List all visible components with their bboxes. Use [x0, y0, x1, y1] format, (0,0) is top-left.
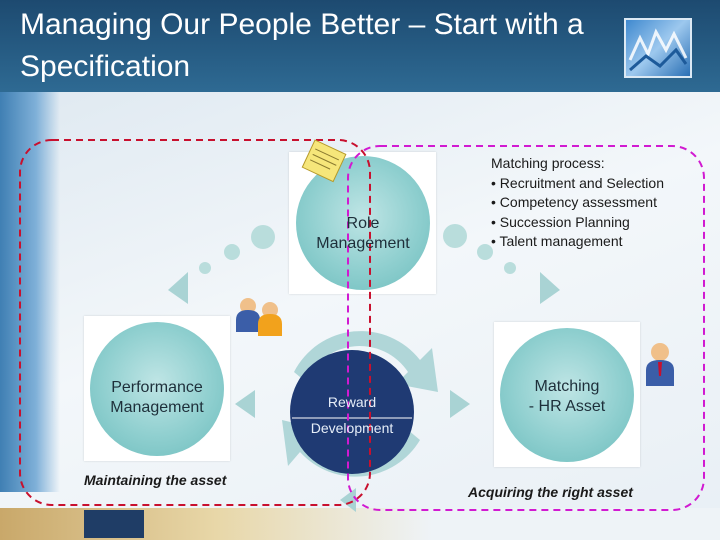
performance-management-label: Performance Management — [90, 378, 224, 418]
connector-dot — [251, 225, 275, 249]
role-label-line1: Role — [346, 215, 380, 232]
corner-logo — [624, 18, 692, 78]
matching-process-item: • Succession Planning — [491, 213, 630, 230]
matching-process-heading: Matching process: — [491, 155, 605, 171]
matching-process-item: • Recruitment and Selection — [491, 174, 664, 191]
performance-label-line1: Performance — [111, 379, 203, 396]
matching-process-item: • Competency assessment — [491, 194, 657, 210]
cycle-arrow-top — [294, 331, 438, 392]
title-bar: Managing Our People Better – Start with … — [0, 0, 720, 92]
matching-hr-asset-label: Matching - HR Asset — [500, 377, 634, 417]
matching-label-line1: Matching — [534, 378, 600, 395]
center-circle — [290, 350, 414, 474]
arrow-triangle — [450, 390, 470, 418]
performance-circle — [90, 322, 224, 456]
slide-title-line2: Specification — [20, 50, 191, 83]
maintaining-caption: Maintaining the asset — [84, 472, 227, 488]
arrow-triangle — [540, 272, 560, 304]
connector-dot — [477, 244, 493, 260]
slide-title-line1: Managing Our People Better – Start with … — [20, 8, 584, 41]
connector-dot — [199, 262, 211, 274]
arrow-triangle — [168, 272, 188, 304]
connector-dot — [504, 262, 516, 274]
reward-label: Reward — [327, 394, 377, 410]
decorative-ribbon — [0, 92, 60, 492]
arrow-triangle — [235, 390, 255, 418]
matching-process-item: • Talent management — [491, 233, 623, 249]
slide-title: Managing Our People Better – Start with … — [20, 4, 670, 88]
left-loop — [19, 139, 371, 506]
notepad-icon — [301, 139, 347, 183]
role-management-label: Role Management — [296, 214, 430, 254]
cycle-arrow-tip — [340, 488, 356, 512]
right-loop — [347, 145, 705, 511]
role-label-line2: Management — [316, 235, 410, 252]
matching-label-line2: - HR Asset — [528, 398, 606, 415]
role-circle — [296, 156, 430, 290]
connector-dot — [443, 224, 467, 248]
acquiring-caption: Acquiring the right asset — [468, 484, 633, 500]
matching-process-list: Matching process: • Recruitment and Sele… — [491, 154, 706, 252]
two-people-icon — [236, 298, 282, 336]
logo-graphic — [628, 28, 688, 72]
person-icon — [646, 343, 674, 386]
development-label: Development — [310, 420, 394, 436]
connector-dot — [224, 244, 240, 260]
footer-logo — [84, 510, 144, 538]
matching-circle — [500, 328, 634, 462]
performance-label-line2: Management — [110, 399, 204, 416]
